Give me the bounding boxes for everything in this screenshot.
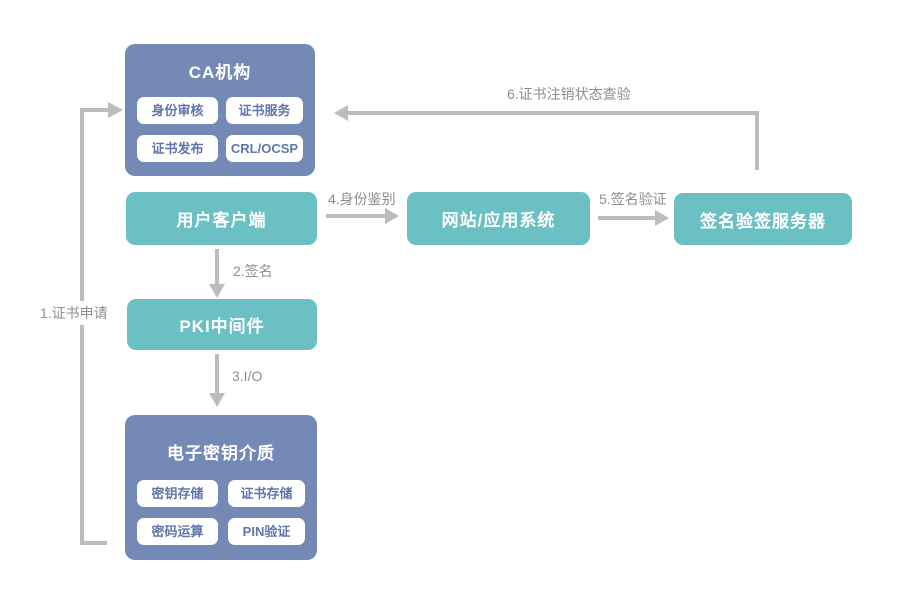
edge-label-certificate-request: 1.证书申请 [38, 301, 110, 325]
arrowhead-left-into-ca [334, 105, 348, 121]
edge-label-signature-verify: 5.签名验证 [599, 191, 667, 207]
node-website-app-system: 网站/应用系统 [407, 192, 590, 245]
edge-revocation-check-line [348, 111, 759, 170]
chip-pin-verification: PIN验证 [228, 518, 305, 545]
key-media-functions-grid: 密钥存储 证书存储 密码运算 PIN验证 [125, 480, 317, 545]
edge-label-identity-auth: 4.身份鉴别 [328, 191, 396, 207]
chip-certificate-storage: 证书存储 [228, 480, 305, 507]
edge-label-io: 3.I/O [232, 368, 263, 384]
chip-certificate-service: 证书服务 [226, 97, 303, 124]
ca-functions-grid: 身份审核 证书服务 证书发布 CRL/OCSP [125, 97, 315, 162]
chip-crypto-operation: 密码运算 [137, 518, 218, 545]
arrowhead-down-into-media [209, 393, 225, 407]
arrowhead-right-into-website [385, 208, 399, 224]
node-signature-verify-server: 签名验签服务器 [674, 193, 852, 245]
edge-certificate-request-line [80, 108, 108, 545]
chip-certificate-publish: 证书发布 [137, 135, 218, 162]
edge-label-revocation-check: 6.证书注销状态查验 [507, 86, 631, 102]
chip-key-storage: 密钥存储 [137, 480, 218, 507]
chip-crl-ocsp: CRL/OCSP [226, 135, 303, 162]
arrowhead-right-into-ca [108, 102, 123, 118]
edge-label-sign: 2.签名 [233, 263, 273, 279]
ca-title: CA机构 [188, 63, 252, 82]
node-ca-authority: CA机构 身份审核 证书服务 证书发布 CRL/OCSP [125, 44, 315, 176]
chip-identity-review: 身份审核 [137, 97, 218, 124]
arrowhead-down-into-pki [209, 284, 225, 298]
node-user-client: 用户客户端 [126, 192, 317, 245]
key-media-title: 电子密钥介质 [167, 444, 275, 463]
node-pki-middleware: PKI中间件 [127, 299, 317, 350]
node-electronic-key-media: 电子密钥介质 密钥存储 证书存储 密码运算 PIN验证 [125, 415, 317, 560]
arrowhead-right-into-signserver [655, 210, 669, 226]
